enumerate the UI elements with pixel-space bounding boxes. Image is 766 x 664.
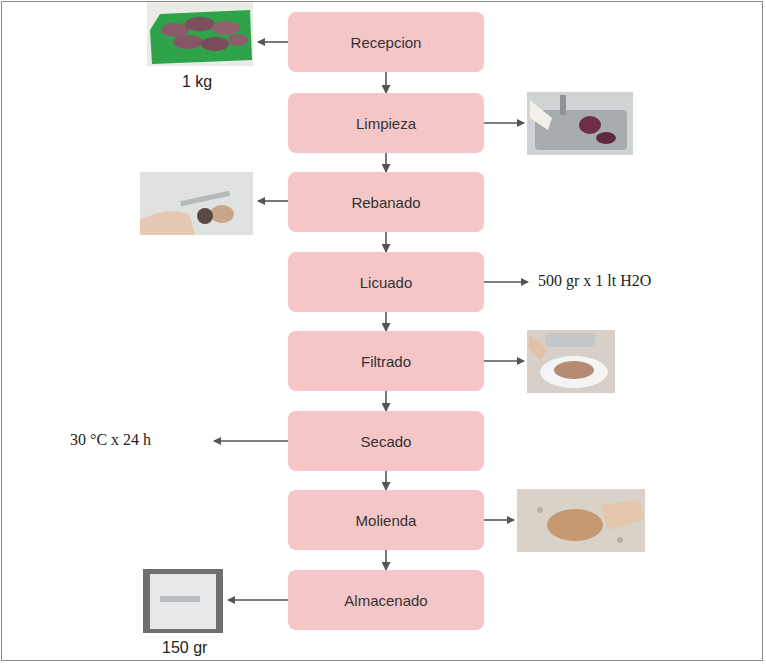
step-name: Molienda xyxy=(356,512,417,529)
process-box: Limpieza xyxy=(288,93,484,153)
step-name: Licuado xyxy=(360,274,413,291)
flow-arrow xyxy=(385,312,387,331)
process-box: Secado xyxy=(288,411,484,471)
flow-arrow xyxy=(385,471,387,490)
leader-arrows xyxy=(214,42,528,600)
flow-arrow xyxy=(385,232,387,252)
note-label: 500 gr x 1 lt H2O xyxy=(538,272,651,290)
step-name: Limpieza xyxy=(356,115,416,132)
photo-storage xyxy=(143,569,223,633)
note-label: 150 gr xyxy=(162,639,207,657)
photo-reception xyxy=(147,2,253,66)
photo-slicing xyxy=(140,172,253,235)
process-box: Recepcion xyxy=(288,12,484,72)
process-box: Filtrado xyxy=(288,331,484,391)
step-name: Secado xyxy=(361,433,412,450)
step-name: Rebanado xyxy=(351,194,420,211)
step-name: Filtrado xyxy=(361,353,411,370)
process-box: Licuado xyxy=(288,252,484,312)
step-name: Almacenado xyxy=(344,592,427,609)
flow-arrow xyxy=(385,153,387,172)
photo-filtering xyxy=(527,330,615,393)
step-name: Recepcion xyxy=(351,34,422,51)
process-box: Rebanado xyxy=(288,172,484,232)
flow-arrow xyxy=(385,550,387,570)
note-label: 30 °C x 24 h xyxy=(70,431,151,449)
photo-cleaning xyxy=(527,92,633,155)
process-box: Almacenado xyxy=(288,570,484,630)
flow-arrow xyxy=(385,391,387,411)
note-label: 1 kg xyxy=(182,73,212,91)
process-box: Molienda xyxy=(288,490,484,550)
flow-arrow xyxy=(385,72,387,93)
photo-milling xyxy=(517,489,645,552)
